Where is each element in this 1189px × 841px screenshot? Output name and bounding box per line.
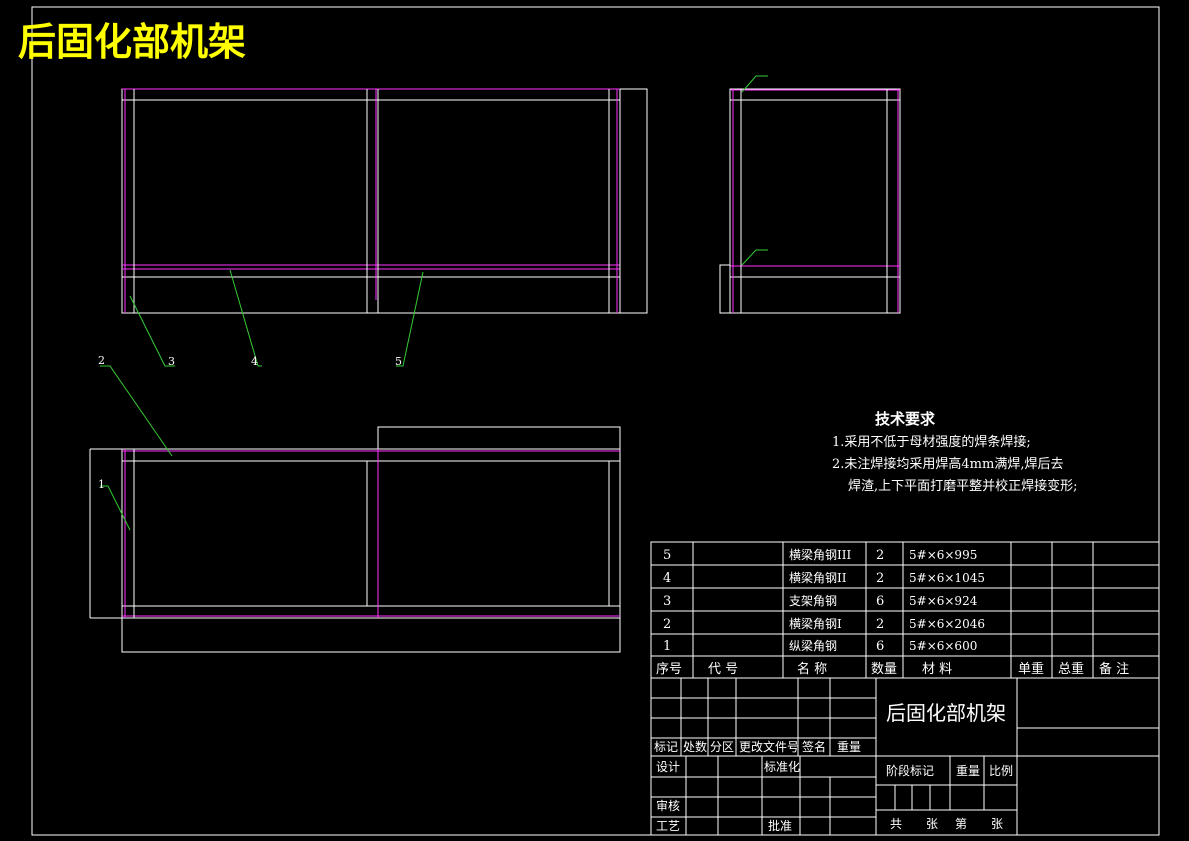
bom-no: 5 bbox=[663, 548, 671, 563]
balloon-3: 3 bbox=[168, 355, 175, 368]
bom-name: 横梁角钢I bbox=[789, 616, 842, 631]
label-sheet-no: 第 bbox=[955, 817, 967, 831]
tech-req-heading: 技术要求 bbox=[875, 410, 936, 428]
label-check: 审核 bbox=[656, 798, 680, 813]
bom-name: 横梁角钢II bbox=[789, 570, 847, 585]
side-outline bbox=[729, 88, 901, 314]
label-sheet-unit-1: 张 bbox=[926, 817, 938, 831]
bom-no: 4 bbox=[663, 571, 671, 586]
top-outline bbox=[121, 448, 621, 619]
bom-header-name: 名 称 bbox=[797, 661, 827, 677]
front-view bbox=[121, 88, 648, 314]
rev-header-mark: 标记 bbox=[654, 740, 678, 754]
bom-material: 5#×6×600 bbox=[909, 639, 977, 653]
bom-row-5: 5 横梁角钢III 2 5#×6×995 bbox=[663, 547, 977, 563]
bom-table-grid bbox=[650, 541, 1160, 836]
bom-row-3: 3 支架角钢 6 5#×6×924 bbox=[663, 594, 978, 609]
label-sheets-total: 共 bbox=[890, 817, 902, 831]
tech-req-line-1: 1.采用不低于母材强度的焊条焊接; bbox=[832, 434, 1031, 450]
bom-row-1: 1 纵梁角钢 6 5#×6×600 bbox=[663, 638, 977, 654]
balloon-4: 4 bbox=[251, 355, 258, 368]
bom-qty: 2 bbox=[876, 548, 884, 563]
bom-row-2: 2 横梁角钢I 2 5#×6×2046 bbox=[663, 616, 985, 632]
bom-name: 横梁角钢III bbox=[789, 547, 851, 562]
bom-header-remark: 备 注 bbox=[1099, 661, 1129, 677]
drawing-border bbox=[31, 6, 1160, 836]
drawing-title: 后固化部机架 bbox=[18, 20, 246, 64]
bom-name: 支架角钢 bbox=[789, 594, 837, 608]
bom-header-unit-weight: 单重 bbox=[1018, 661, 1044, 677]
bom-qty: 6 bbox=[876, 639, 884, 654]
label-weight: 重量 bbox=[956, 764, 980, 778]
bom-header-code: 代 号 bbox=[708, 662, 738, 677]
bom-qty: 2 bbox=[876, 571, 884, 586]
bom-material: 5#×6×995 bbox=[909, 548, 977, 562]
bom-no: 1 bbox=[663, 639, 671, 654]
balloon-2: 2 bbox=[98, 354, 105, 367]
bom-qty: 2 bbox=[876, 617, 884, 632]
bom-row-4: 4 横梁角钢II 2 5#×6×1045 bbox=[663, 570, 985, 586]
bom-rows: 5 横梁角钢III 2 5#×6×995 4 横梁角钢II 2 5#×6×104… bbox=[663, 547, 985, 654]
title-block-grid bbox=[651, 678, 1159, 835]
front-leaders bbox=[129, 269, 424, 367]
tech-req-line-3: 焊渣,上下平面打磨平整并校正焊接变形; bbox=[848, 478, 1078, 494]
title-block-part-name: 后固化部机架 bbox=[886, 701, 1006, 725]
tech-req-line-2: 2.未注焊接均采用焊高4mm满焊,焊后去 bbox=[832, 456, 1063, 472]
balloon-1: 1 bbox=[98, 478, 105, 491]
rev-header-sign: 签名 bbox=[802, 739, 826, 754]
label-approve: 批准 bbox=[768, 818, 792, 833]
top-view bbox=[89, 426, 621, 653]
label-design: 设计 bbox=[656, 760, 680, 774]
rev-header-doc: 更改文件号 bbox=[739, 739, 799, 754]
balloon-5: 5 bbox=[395, 355, 402, 368]
rev-header-zone: 分区 bbox=[710, 740, 734, 754]
bom-material: 5#×6×924 bbox=[909, 594, 978, 608]
label-stage-mark: 阶段标记 bbox=[886, 763, 934, 778]
label-standardize: 标准化 bbox=[764, 760, 800, 774]
bom-no: 3 bbox=[663, 594, 671, 609]
label-scale: 比例 bbox=[989, 764, 1013, 778]
side-view bbox=[719, 88, 901, 314]
bom-header: 序号 代 号 名 称 数量 材 料 单重 总重 备 注 bbox=[656, 661, 1129, 677]
weld-symbols bbox=[741, 75, 768, 266]
bom-header-no: 序号 bbox=[656, 662, 682, 677]
front-outline bbox=[121, 88, 648, 314]
rev-header-weight: 重量 bbox=[837, 740, 861, 754]
top-leaders bbox=[100, 365, 173, 531]
label-process: 工艺 bbox=[656, 819, 680, 833]
rev-header-count: 处数 bbox=[683, 739, 707, 754]
bom-material: 5#×6×1045 bbox=[909, 571, 985, 585]
label-sheet-unit-2: 张 bbox=[991, 817, 1003, 831]
bom-qty: 6 bbox=[876, 594, 884, 609]
bom-header-material: 材 料 bbox=[922, 662, 952, 677]
bom-no: 2 bbox=[663, 617, 671, 632]
bom-header-qty: 数量 bbox=[871, 662, 897, 677]
bom-name: 纵梁角钢 bbox=[789, 638, 837, 653]
bom-header-total-weight: 总重 bbox=[1058, 661, 1084, 677]
bom-material: 5#×6×2046 bbox=[909, 617, 985, 631]
